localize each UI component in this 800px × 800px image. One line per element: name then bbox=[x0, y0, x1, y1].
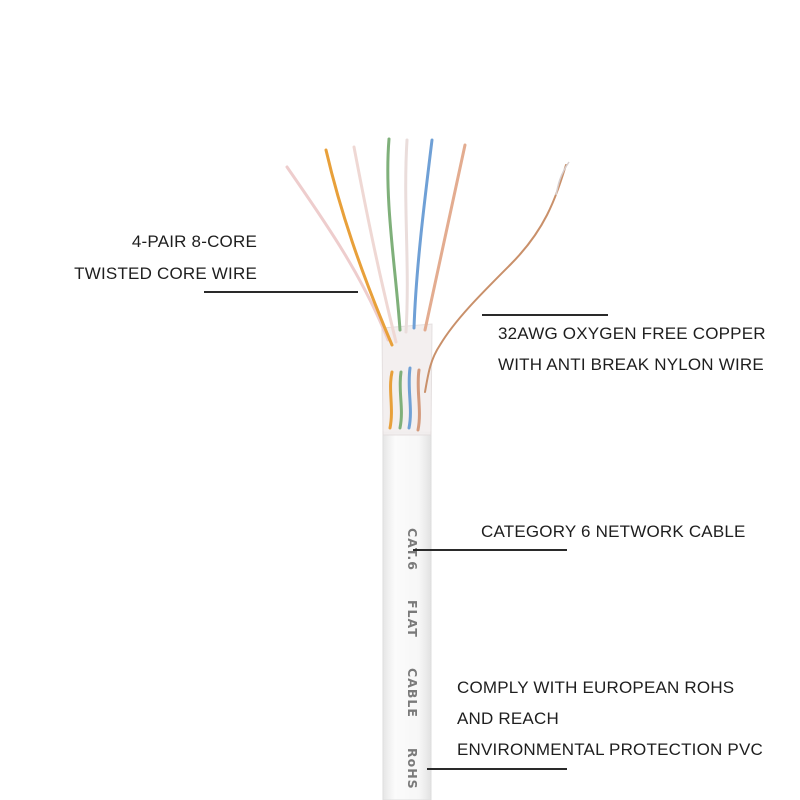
callout-compliance-line2: AND REACH bbox=[457, 709, 559, 728]
jacket-print-rohs: RoHS bbox=[405, 748, 420, 790]
jacket-print-flat: FLAT bbox=[405, 600, 420, 638]
leader-twisted bbox=[204, 291, 358, 293]
wire-white-orange bbox=[352, 145, 398, 344]
callout-compliance-line1: COMPLY WITH EUROPEAN ROHS bbox=[457, 678, 735, 697]
callout-twisted-line1: 4-PAIR 8-CORE bbox=[131, 232, 257, 251]
callout-copper-line1: 32AWG OXYGEN FREE COPPER bbox=[498, 324, 766, 343]
wire-white-brown bbox=[285, 165, 390, 342]
callout-copper-line2: WITH ANTI BREAK NYLON WIRE bbox=[498, 355, 764, 374]
wire-white-green bbox=[404, 138, 409, 334]
leader-copper bbox=[482, 314, 608, 316]
wire-orange bbox=[324, 148, 394, 347]
wire-green bbox=[386, 137, 402, 332]
wire-brown bbox=[423, 143, 467, 332]
leader-category bbox=[413, 549, 567, 551]
cable-jacket bbox=[382, 431, 432, 800]
jacket-print-cable: CABLE bbox=[405, 668, 420, 718]
callout-category: CATEGORY 6 NETWORK CABLE bbox=[481, 522, 746, 541]
wire-blue bbox=[412, 138, 434, 330]
copper-nylon-wire bbox=[424, 164, 567, 393]
callout-twisted-line2: TWISTED CORE WIRE bbox=[74, 264, 257, 283]
jacket-print-cat6: CAT.6 bbox=[390, 528, 420, 571]
twisted-pair-wires bbox=[285, 137, 467, 347]
leader-compliance bbox=[427, 768, 567, 770]
callout-compliance-line3: ENVIRONMENTAL PROTECTION PVC bbox=[457, 740, 763, 759]
inner-wires bbox=[388, 366, 421, 432]
